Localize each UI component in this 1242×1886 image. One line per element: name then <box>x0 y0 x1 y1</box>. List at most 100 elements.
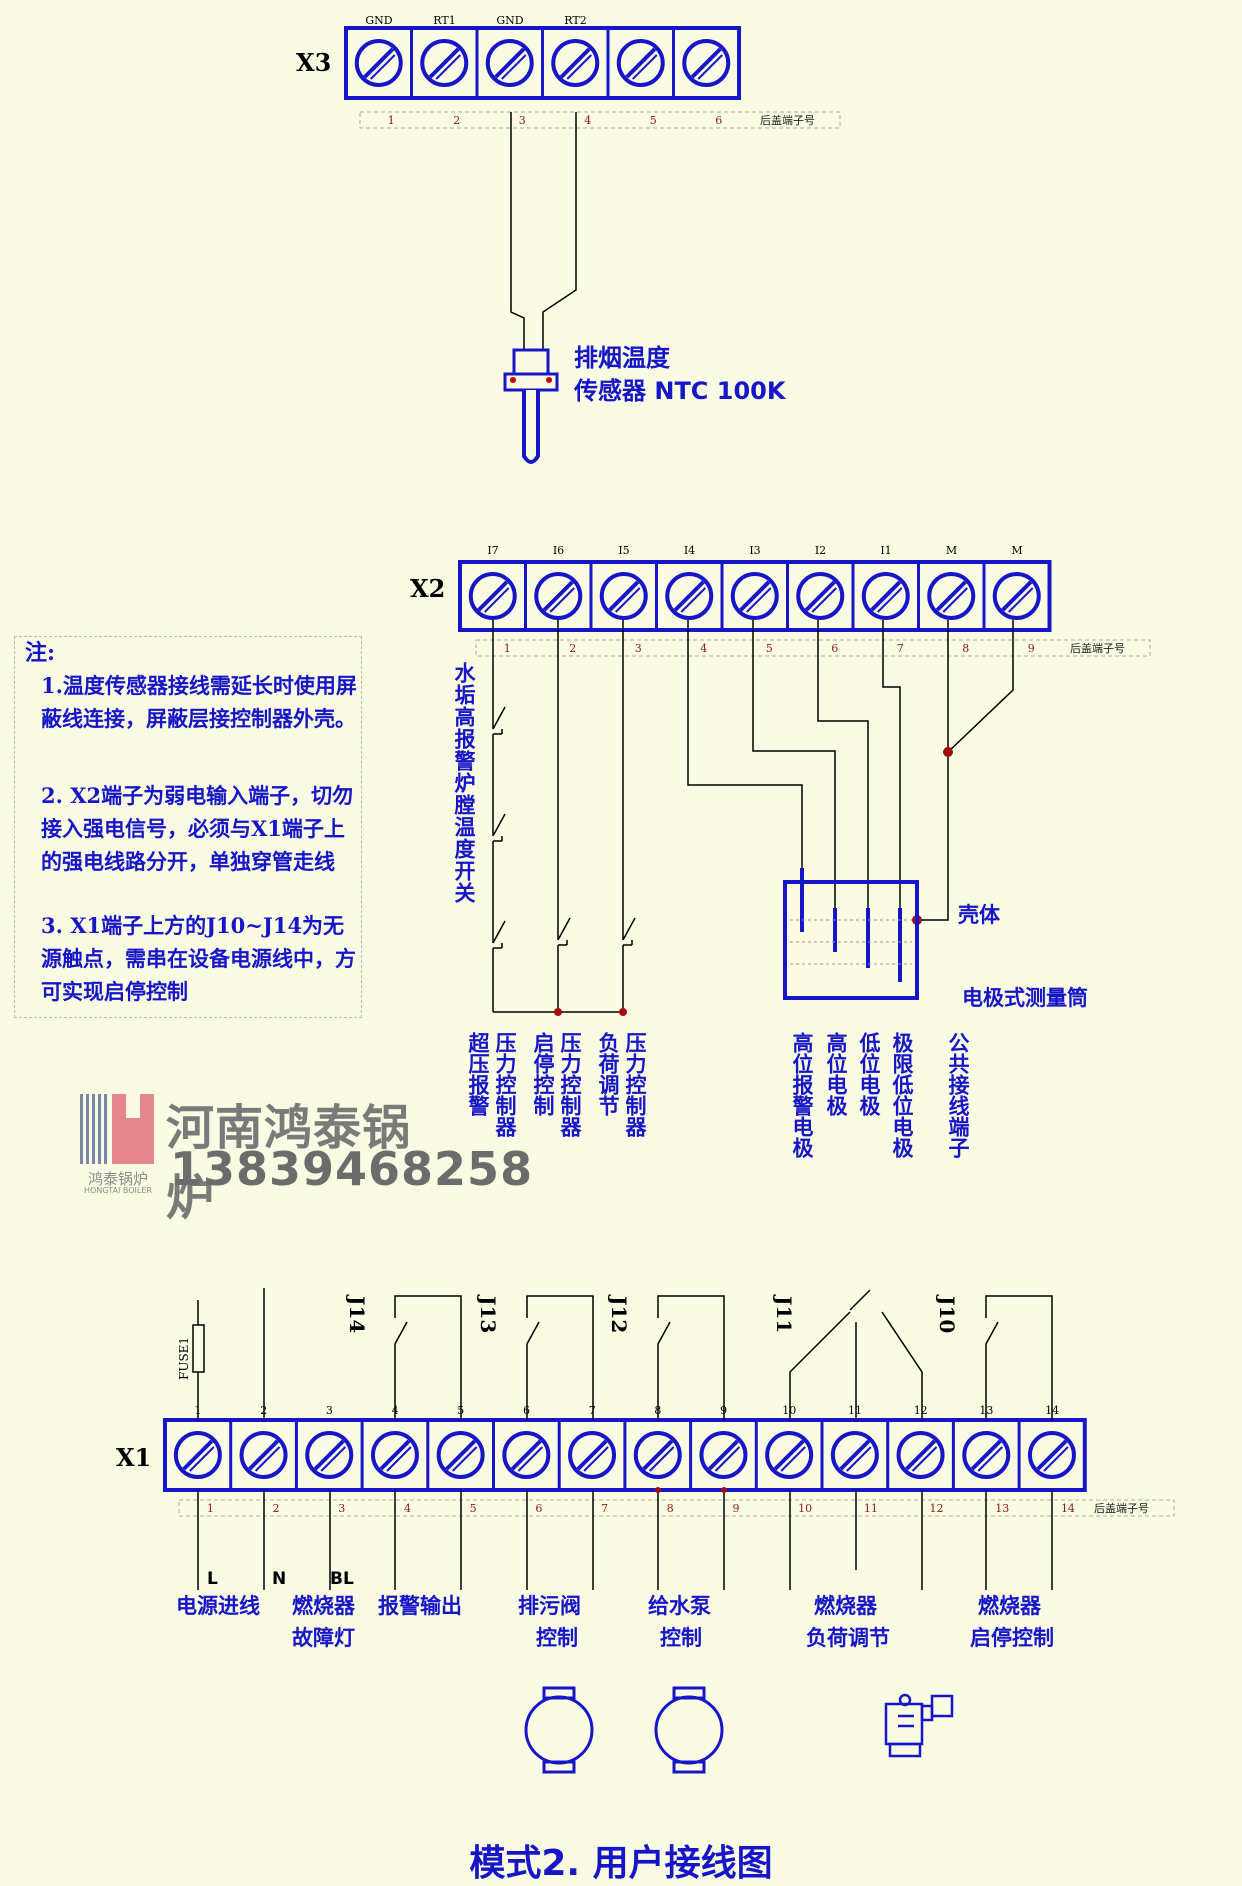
x2-pin-label: I1 <box>880 544 891 557</box>
relay-label: J14 <box>345 1294 369 1333</box>
x2-bottom-label: 压力控制器 <box>493 1032 518 1138</box>
x3-pin-label: RT1 <box>433 14 455 27</box>
x1-screw-icon <box>239 1431 288 1479</box>
company-watermark: 鸿泰锅炉 HONGTAI BOILER 河南鸿泰锅炉 13839468258 <box>78 1088 532 1226</box>
x3-screw-icon <box>682 39 731 87</box>
x1-screw-icon <box>173 1431 222 1479</box>
x1-label-alarm-output: 报警输出 <box>378 1594 462 1618</box>
burner-symbol <box>884 1693 954 1758</box>
x1-pin-number: 7 <box>589 1404 596 1417</box>
x1-rear-number: 4 <box>404 1502 411 1515</box>
x1-screw-icon <box>568 1431 617 1479</box>
x1-rear-number: 10 <box>798 1502 812 1515</box>
x1-rear-number: 6 <box>535 1502 542 1515</box>
x1-label-blowdown-2: 控制 <box>536 1626 578 1650</box>
x1-label-burner-load-1: 燃烧器 <box>814 1594 878 1618</box>
x1-label-blowdown-1: 排污阀 <box>518 1594 581 1618</box>
x2-bottom-label: 压力控制器 <box>623 1032 648 1138</box>
x1-label-burner-start-1: 燃烧器 <box>978 1594 1042 1618</box>
x1-label-burner-start-2: 启停控制 <box>970 1626 1054 1650</box>
x2-pin-label: I5 <box>618 544 629 557</box>
x1-label-power-in: 电源进线 <box>176 1594 260 1618</box>
x2-bottom-label: 超压报警 <box>466 1032 491 1116</box>
x2-pin-label: I4 <box>684 544 695 557</box>
x1-rear-number: 3 <box>338 1502 345 1515</box>
x1-label-burner-load-2: 负荷调节 <box>806 1626 890 1650</box>
x1-label-feed-pump-1: 给水泵 <box>648 1594 711 1618</box>
x3-rear-strip <box>359 111 841 129</box>
x1-screw-icon <box>370 1431 419 1479</box>
motor-symbol-feed-pump <box>654 1686 724 1774</box>
x1-screw-icon <box>962 1431 1011 1479</box>
x2-screw-icon <box>599 572 648 620</box>
x1-rear-number: 12 <box>930 1502 944 1515</box>
x2-bottom-label: 压力控制器 <box>558 1032 583 1138</box>
x3-rear-number: 1 <box>388 114 395 127</box>
x2-rear-number: 6 <box>831 642 838 655</box>
notes-panel: 注: 1.温度传感器接线需延长时使用屏蔽线连接，屏蔽层接控制器外壳。 2. X2… <box>14 636 362 1018</box>
x2-bottom-label: 启停控制 <box>531 1031 555 1117</box>
x3-screw-icon <box>354 39 403 87</box>
x3-screw-icon <box>485 39 534 87</box>
x2-screw-icon <box>992 572 1041 620</box>
x3-pin-label: RT2 <box>564 14 586 27</box>
x1-rear-number: 14 <box>1061 1502 1075 1515</box>
x3-rear-number: 6 <box>715 114 722 127</box>
relay-label: J12 <box>607 1294 631 1333</box>
shell-label: 壳体 <box>957 903 1001 927</box>
x2-label: X2 <box>410 574 445 603</box>
x2-junction-dots <box>554 747 953 1016</box>
x1-rear-number: 1 <box>207 1502 214 1515</box>
temperature-sensor <box>503 348 559 464</box>
x3-rear-number: 2 <box>453 114 460 127</box>
x1-rear-note: 后盖端子号 <box>1094 1501 1149 1515</box>
x2-bottom-label: 低位电极 <box>857 1031 882 1117</box>
x1-rear-number: 11 <box>864 1502 878 1515</box>
x2-screw-icon <box>730 572 779 620</box>
x3-screw-icon <box>420 39 469 87</box>
x1-label-feed-pump-2: 控制 <box>660 1626 702 1650</box>
company-name: 河南鸿泰锅炉 <box>166 1100 412 1226</box>
x2-pin-label: I3 <box>749 544 760 557</box>
relay-label: J10 <box>935 1294 959 1333</box>
sensor-label-line2: 传感器 NTC 100K <box>573 377 787 405</box>
x1-bottom-wiring <box>197 1490 1053 1590</box>
x3-pin-label: GND <box>365 14 392 27</box>
company-phone: 13839468258 <box>170 1142 534 1196</box>
notes-title: 注: <box>25 640 56 666</box>
note-item-3: 3. X1端子上方的J10~J14为无源触点，需串在设备电源线中，方可实现启停控… <box>41 913 356 1004</box>
x1-rear-strip <box>178 1499 1175 1517</box>
fuse-label: FUSE1 <box>177 1337 191 1380</box>
x1-screw-icon <box>765 1431 814 1479</box>
x1-screw-icon <box>1027 1431 1076 1479</box>
x2-bottom-label: 公共接线端子 <box>946 1032 970 1159</box>
x1-screw-icon <box>633 1431 682 1479</box>
x3-rear-number: 4 <box>584 114 591 127</box>
x1-rear-number: 2 <box>273 1502 280 1515</box>
x2-pin-label: I2 <box>815 544 826 557</box>
pin-letter-bl: BL <box>330 1569 354 1589</box>
x2-pin-label: I7 <box>487 544 498 557</box>
x1-label: X1 <box>116 1443 151 1472</box>
x2-rear-number: 8 <box>962 642 969 655</box>
page-title: 模式2. 用户接线图 <box>469 1843 773 1884</box>
x1-label-burner-fault-1: 燃烧器 <box>292 1594 356 1618</box>
x2-pin-label: M <box>1011 544 1022 557</box>
x1-screw-icon <box>699 1431 748 1479</box>
company-logo <box>80 1094 154 1164</box>
x3-label: X3 <box>296 48 331 77</box>
x2-bottom-labels: 压力控制器超压报警压力控制器启停控制压力控制器负荷调节高位报警电极高位电极低位电… <box>466 1031 970 1159</box>
x1-label-burner-fault-2: 故障灯 <box>292 1626 355 1650</box>
x1-screw-icon <box>830 1431 879 1479</box>
x2-wiring <box>492 620 1014 1013</box>
x1-screw-icon <box>436 1431 485 1479</box>
x3-screw-icon <box>616 39 665 87</box>
x2-pin-label: M <box>946 544 957 557</box>
x1-junction-dots <box>655 1487 727 1493</box>
relay-label: J13 <box>476 1294 500 1333</box>
x2-pin-label: I6 <box>553 544 564 557</box>
x2-screw-icon <box>796 572 845 620</box>
